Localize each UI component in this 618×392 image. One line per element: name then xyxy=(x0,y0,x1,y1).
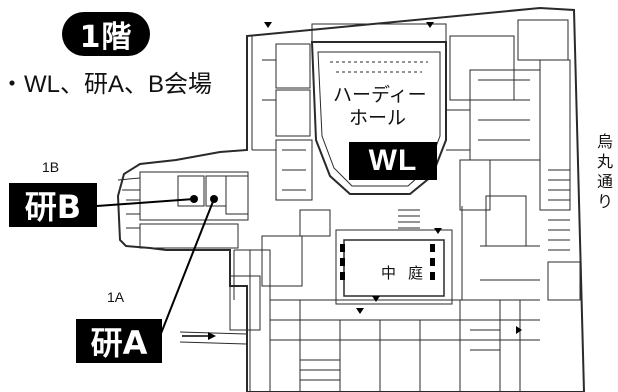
courtyard-label-2: 庭 xyxy=(408,265,424,282)
floor-badge: 1階 xyxy=(62,12,150,56)
street-label: 烏丸通り xyxy=(596,134,613,211)
venue-list-text: ・WL、研A、B会場 xyxy=(0,71,213,98)
courtyard-label-1: 中 xyxy=(381,265,397,282)
room-1a-label: 1A xyxy=(107,289,125,305)
room-b-tag: 研B xyxy=(9,183,97,227)
hall-name-line1: ハーディー xyxy=(333,85,427,106)
hall-name-line2: ホール xyxy=(349,108,407,129)
room-1b-label: 1B xyxy=(42,159,60,175)
hall-tag-wl: WL xyxy=(349,142,437,180)
room-a-tag: 研A xyxy=(76,319,162,363)
